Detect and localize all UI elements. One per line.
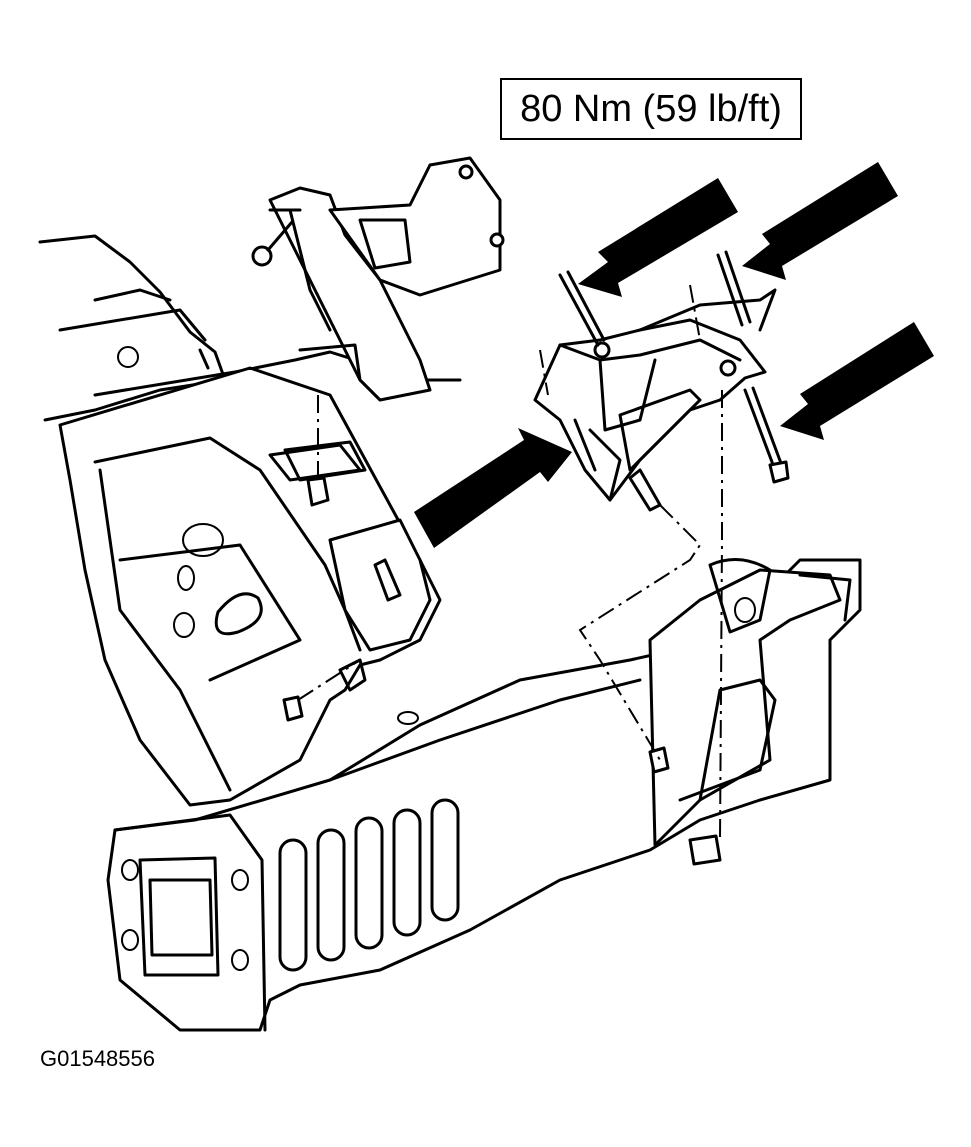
right-engine-mount-insulator — [533, 288, 777, 512]
mount-studs — [251, 208, 790, 866]
right-frame-bracket — [648, 558, 852, 847]
torque-callout-box: 80 Nm (59 lb/ft) — [500, 78, 802, 140]
arrow-icon — [414, 428, 572, 548]
left-engine-mount-bracket — [268, 156, 505, 482]
figure-id-label: G01548556 — [40, 1046, 155, 1071]
arrow-icon — [742, 162, 898, 280]
lower-mount-plate — [328, 518, 432, 692]
arrow-icon — [780, 322, 934, 440]
frame-rail — [58, 366, 442, 807]
arrow-icon — [578, 178, 738, 297]
alignment-lines — [297, 284, 723, 841]
